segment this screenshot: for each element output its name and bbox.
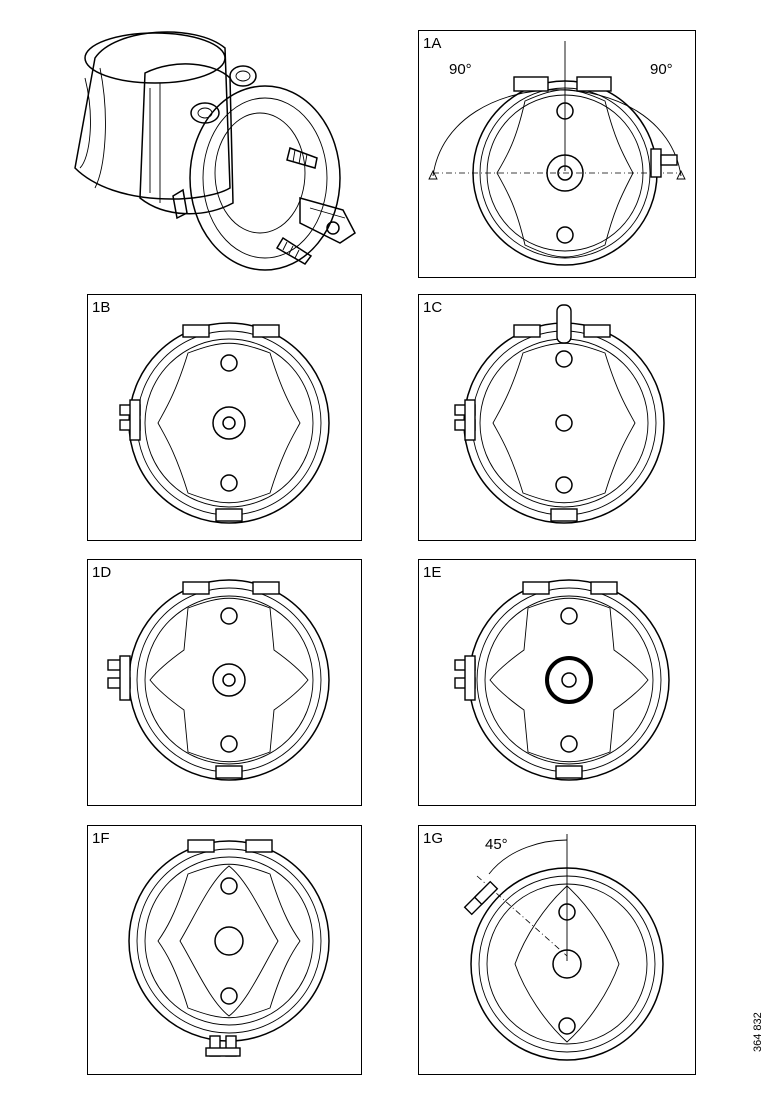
angle-label-right: 90°	[650, 61, 673, 78]
panel-1d: 1D	[87, 559, 362, 806]
panel-1e: 1E	[418, 559, 696, 806]
chamber-view-1g	[463, 834, 664, 1061]
document-number: 364 832	[752, 1012, 764, 1052]
panel-label: 1B	[92, 299, 111, 316]
chamber-view-1d	[107, 579, 330, 781]
angle-label-left: 90°	[449, 61, 472, 78]
panel-label: 1F	[92, 830, 110, 847]
chamber-view-1f	[128, 839, 330, 1057]
chamber-view-1c	[454, 304, 665, 524]
chamber-view-1b	[119, 322, 330, 524]
panel-1b: 1B	[87, 294, 362, 541]
panel-1c: 1C	[418, 294, 696, 541]
chamber-view-1e	[454, 579, 670, 781]
panel-label: 1E	[423, 564, 442, 581]
panel-label: 1A	[423, 35, 442, 52]
brake-chamber-illustration	[74, 31, 356, 271]
panel-1a: 1A 90° 90°	[418, 30, 696, 278]
chamber-view-1a	[428, 41, 686, 266]
panel-label: 1G	[423, 830, 444, 847]
panel-label: 1D	[92, 564, 112, 581]
panel-1g: 1G 45°	[418, 825, 696, 1075]
angle-label: 45°	[485, 836, 508, 853]
panel-label: 1C	[423, 299, 443, 316]
panel-1f: 1F	[87, 825, 362, 1075]
